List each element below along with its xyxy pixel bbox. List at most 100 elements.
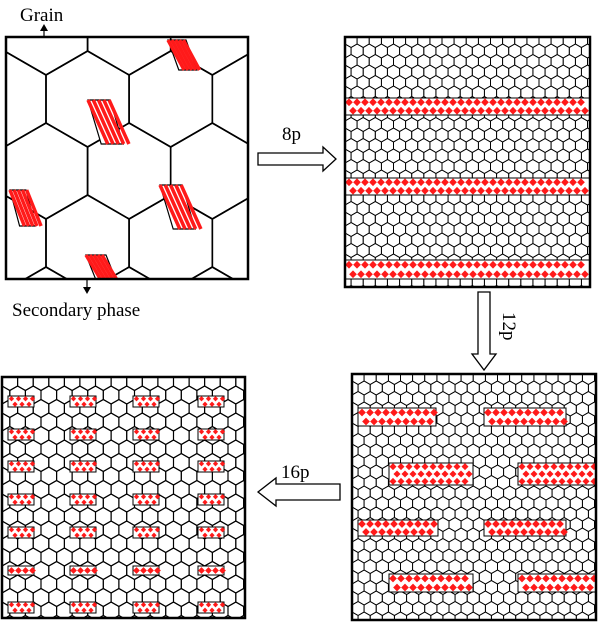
grain bbox=[468, 284, 476, 287]
secondary-phase-particle bbox=[533, 270, 541, 279]
secondary-phase-particle bbox=[198, 396, 205, 402]
secondary-phase-band bbox=[69, 526, 97, 539]
grain bbox=[551, 611, 565, 620]
secondary-phase-particle bbox=[492, 520, 500, 528]
grain bbox=[352, 436, 353, 445]
grain bbox=[550, 37, 553, 38]
secondary-phase-particle bbox=[445, 186, 453, 195]
grain bbox=[594, 86, 602, 100]
secondary-phase-particle bbox=[389, 463, 397, 471]
secondary-phase-particle bbox=[537, 178, 545, 187]
secondary-phase-particle bbox=[525, 270, 533, 279]
grain bbox=[334, 570, 346, 584]
secondary-phase-particle bbox=[409, 260, 417, 269]
secondary-phase-particle bbox=[534, 574, 542, 583]
secondary-phase-particle bbox=[151, 499, 157, 505]
secondary-phase-particle bbox=[441, 583, 449, 592]
secondary-phase-particle bbox=[70, 527, 77, 533]
secondary-phase-particle bbox=[501, 186, 509, 195]
grain bbox=[577, 284, 585, 287]
secondary-phase-particle bbox=[449, 98, 457, 107]
secondary-phase-particle bbox=[509, 186, 517, 195]
secondary-phase-particle bbox=[513, 178, 521, 187]
secondary-phase-particle bbox=[133, 527, 140, 533]
grain bbox=[428, 37, 431, 38]
secondary-phase-particle bbox=[453, 186, 461, 195]
secondary-phase-particle bbox=[133, 396, 140, 402]
secondary-phase-particle bbox=[369, 178, 377, 187]
secondary-phase-particle bbox=[377, 260, 385, 269]
secondary-phase-particle bbox=[521, 178, 529, 187]
secondary-phase-particle bbox=[26, 499, 32, 505]
secondary-phase-particle bbox=[590, 477, 596, 485]
secondary-phase-particle bbox=[29, 567, 36, 574]
grain bbox=[4, 614, 16, 618]
secondary-phase-particle bbox=[365, 106, 373, 115]
secondary-phase-particle bbox=[586, 583, 594, 592]
secondary-phase-particle bbox=[453, 477, 461, 485]
secondary-phase-particle bbox=[385, 178, 393, 187]
grain bbox=[172, 377, 175, 378]
secondary-phase-particle bbox=[84, 254, 119, 279]
grain bbox=[334, 528, 346, 542]
secondary-phase-particle bbox=[369, 98, 377, 107]
secondary-phase-particle bbox=[22, 461, 29, 467]
grain bbox=[352, 499, 353, 508]
grain bbox=[408, 284, 416, 287]
secondary-phase-particle bbox=[202, 532, 208, 538]
secondary-phase-particle bbox=[552, 417, 560, 426]
secondary-phase-particle bbox=[12, 532, 18, 538]
grain bbox=[144, 614, 156, 618]
secondary-phase-particle bbox=[91, 429, 98, 435]
secondary-phase-particle bbox=[373, 106, 381, 115]
secondary-phase-band bbox=[197, 395, 225, 408]
secondary-phase-particle bbox=[26, 466, 32, 472]
secondary-phase-particle bbox=[508, 520, 516, 528]
grain bbox=[32, 377, 35, 378]
secondary-phase-particle bbox=[429, 477, 437, 485]
grain bbox=[352, 583, 353, 592]
grain bbox=[490, 611, 505, 620]
secondary-phase-particle bbox=[401, 583, 409, 592]
secondary-phase-particle bbox=[461, 106, 469, 115]
step-label-16p: 16p bbox=[281, 462, 310, 483]
secondary-phase-particle bbox=[151, 532, 157, 538]
grain bbox=[345, 204, 346, 213]
grain bbox=[345, 141, 346, 150]
grain bbox=[234, 377, 237, 378]
secondary-phase-particle bbox=[449, 583, 457, 592]
secondary-phase-particle bbox=[219, 429, 226, 435]
secondary-phase-particle bbox=[219, 567, 226, 574]
secondary-phase-particle bbox=[421, 463, 429, 471]
secondary-phase-particle bbox=[546, 583, 554, 592]
grain bbox=[594, 233, 602, 247]
secondary-phase-particle bbox=[545, 98, 553, 107]
secondary-phase-band bbox=[132, 526, 160, 539]
arrow-right-8p bbox=[257, 145, 337, 173]
secondary-phase-band bbox=[7, 395, 35, 408]
grain bbox=[352, 374, 353, 375]
secondary-phase-particle bbox=[91, 461, 98, 467]
secondary-phase-particle bbox=[402, 528, 410, 536]
grain bbox=[493, 284, 501, 287]
secondary-phase-particle bbox=[532, 520, 540, 528]
secondary-phase-particle bbox=[19, 607, 25, 613]
secondary-phase-particle bbox=[137, 532, 143, 538]
secondary-phase-particle bbox=[526, 477, 534, 485]
secondary-phase-particle bbox=[534, 463, 542, 471]
secondary-phase-particle bbox=[573, 270, 581, 279]
secondary-phase-particle bbox=[473, 260, 481, 269]
secondary-phase-band bbox=[197, 428, 225, 441]
secondary-phase-particle bbox=[349, 186, 357, 195]
secondary-phase-particle bbox=[544, 417, 552, 426]
secondary-phase-particle bbox=[413, 186, 421, 195]
secondary-phase-particle bbox=[402, 417, 410, 426]
secondary-phase-particle bbox=[497, 260, 505, 269]
secondary-phase-particle bbox=[430, 408, 438, 417]
secondary-phase-particle bbox=[151, 434, 157, 440]
secondary-phase-particle bbox=[77, 527, 84, 533]
grain bbox=[553, 284, 561, 287]
secondary-phase-particle bbox=[501, 106, 509, 115]
grain bbox=[454, 611, 468, 620]
secondary-phase-particle bbox=[15, 494, 22, 500]
